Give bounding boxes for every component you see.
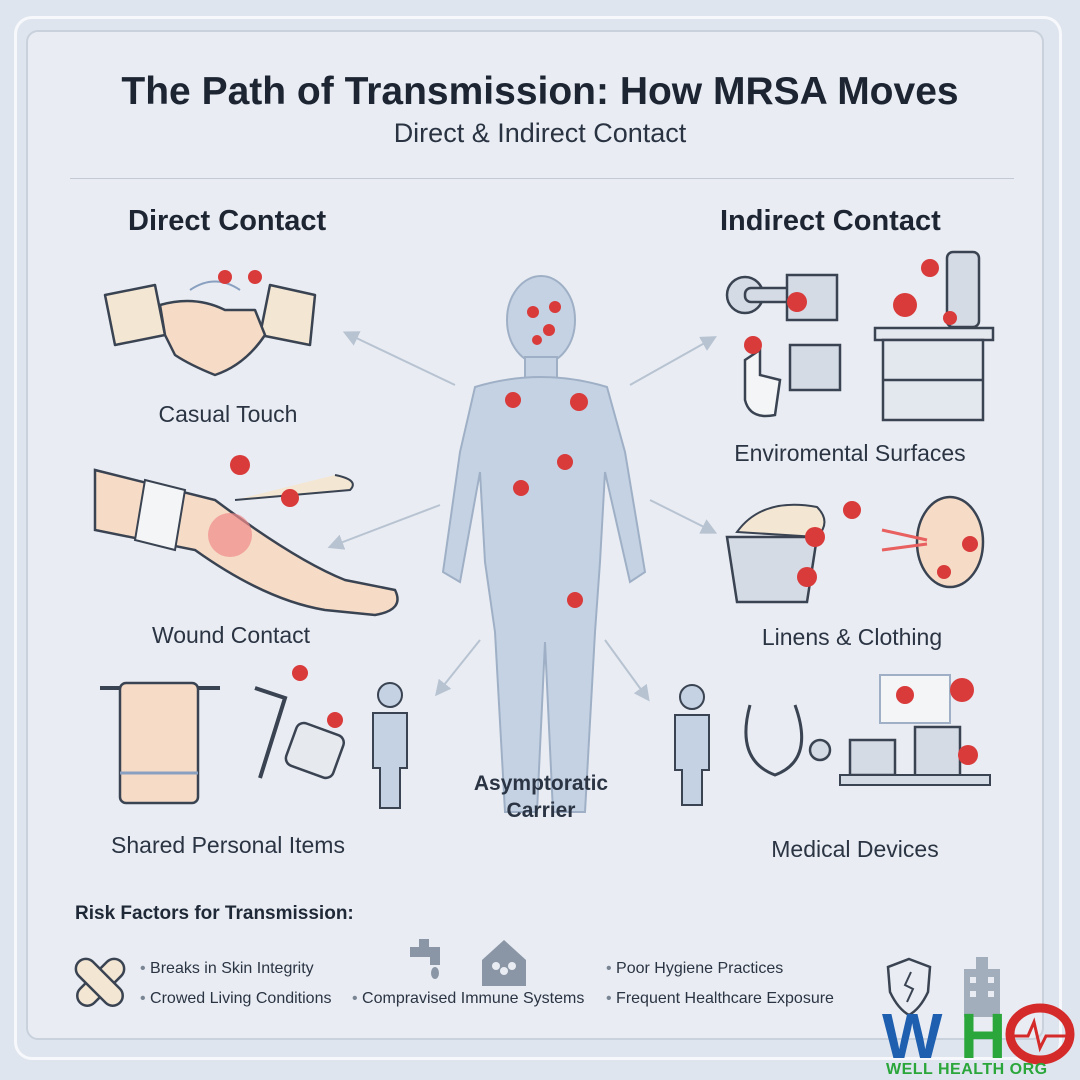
carrier-label-line1: Asymptoratic (473, 772, 609, 795)
casual-touch-label: Casual Touch (158, 401, 298, 427)
linens-clothing-label: Linens & Clothing (761, 624, 943, 650)
page-subtitle: Direct & Indirect Contact (393, 118, 687, 148)
shield-icon (886, 957, 932, 1017)
bandaged-arm-icon (93, 455, 399, 617)
carrier-label: Asymptoratic Carrier (441, 770, 641, 824)
shared-personal-items-label: Shared Personal Items (111, 832, 345, 858)
risk-item-healthcare: Frequent Healthcare Exposure (606, 990, 834, 1008)
well-health-org-logo: W H WELL HEALTH ORG (880, 1000, 1080, 1080)
environmental-surfaces-label: Enviromental Surfaces (734, 440, 966, 466)
wound-contact-label: Wound Contact (151, 622, 311, 648)
bandage-icon (74, 957, 126, 1007)
direct-contact-heading: Direct Contact (128, 205, 327, 237)
risk-item-crowded: Crowed Living Conditions (140, 990, 331, 1008)
hospital-icon (964, 957, 1000, 1017)
carrier-label-line2: Carrier (506, 799, 576, 822)
laundry-basket-icon (725, 495, 985, 604)
handshake-icon (103, 270, 317, 377)
asymptomatic-carrier-body (441, 275, 647, 813)
germ-icons (505, 301, 588, 608)
outer-frame (14, 16, 1062, 1060)
stethoscope-monitor-icon (674, 674, 991, 806)
risk-item-skin: Breaks in Skin Integrity (140, 960, 314, 978)
crowded-house-icon (482, 940, 526, 986)
risk-item-hygiene: Poor Hygiene Practices (606, 960, 783, 978)
divider (70, 178, 1014, 179)
svg-text:H: H (960, 1000, 1006, 1072)
indirect-contact-heading: Indirect Contact (720, 205, 941, 237)
risk-item-immune: Compravised Immune Systems (352, 990, 584, 1008)
door-handle-remote-icon (725, 250, 995, 422)
medical-devices-label: Medical Devices (771, 836, 939, 862)
faucet-icon (410, 939, 440, 979)
page-title: The Path of Transmission: How MRSA Moves (121, 70, 959, 113)
risk-factors-heading: Risk Factors for Transmission: (75, 903, 354, 924)
svg-text:W: W (882, 1000, 943, 1072)
who-logo-mark: W H (882, 1000, 1075, 1072)
towel-razor-icon (100, 665, 408, 809)
logo-caption: WELL HEALTH ORG (886, 1061, 1048, 1078)
